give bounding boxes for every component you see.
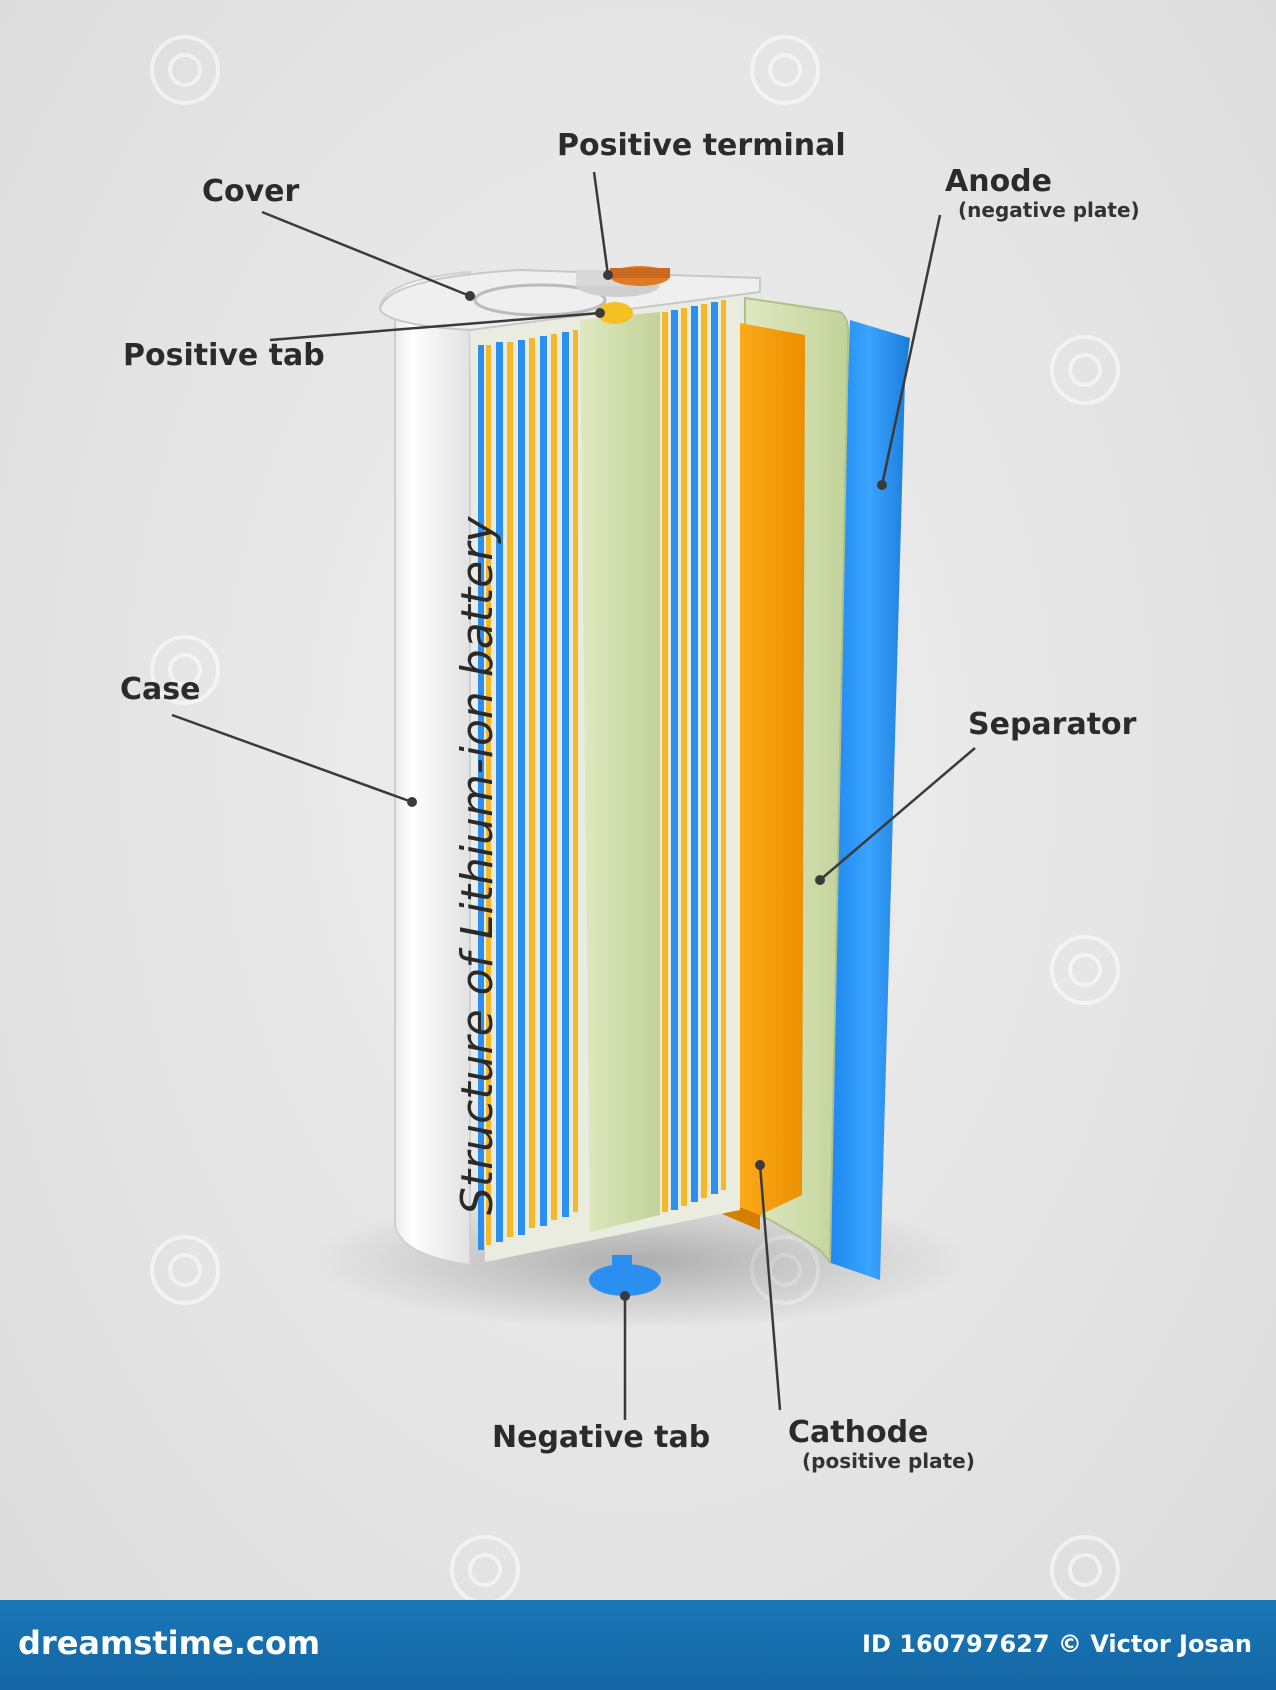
label-negative-tab: Negative tab bbox=[492, 1420, 711, 1455]
watermark-logo bbox=[150, 35, 220, 105]
negative-tab-neck bbox=[612, 1255, 632, 1279]
label-anode: Anode bbox=[945, 164, 1053, 199]
leader-lines bbox=[171, 171, 976, 1420]
watermark-logo bbox=[750, 35, 820, 105]
label-positive-tab: Positive tab bbox=[123, 338, 325, 373]
battery-case bbox=[378, 270, 471, 1267]
label-positive-terminal: Positive terminal bbox=[557, 128, 846, 163]
battery-cover bbox=[378, 268, 761, 332]
label-cathode-sub: (positive plate) bbox=[802, 1449, 975, 1473]
label-cover: Cover bbox=[202, 174, 300, 209]
watermark-logo bbox=[150, 635, 220, 705]
label-separator: Separator bbox=[968, 707, 1137, 742]
anode-sheet bbox=[828, 320, 910, 1280]
footer-brand-link[interactable]: dreamstime.com bbox=[18, 1624, 321, 1662]
cathode-sheet bbox=[722, 322, 805, 1215]
label-cathode: Cathode bbox=[788, 1415, 929, 1450]
label-anode-sub: (negative plate) bbox=[958, 198, 1140, 222]
watermark-logo bbox=[150, 1235, 220, 1305]
watermark-logo bbox=[1050, 935, 1120, 1005]
watermark-logo bbox=[1050, 335, 1120, 405]
cover-ring bbox=[473, 283, 607, 317]
positive-tab bbox=[597, 302, 633, 324]
footer-bar: dreamstime.com ID 160797627 © Victor Jos… bbox=[0, 1600, 1276, 1690]
footer-credit: ID 160797627 © Victor Josan bbox=[862, 1630, 1252, 1658]
positive-terminal bbox=[576, 266, 670, 297]
electrode-layers-right bbox=[662, 300, 726, 1212]
core-separator bbox=[580, 312, 660, 1232]
negative-tab bbox=[589, 1264, 661, 1296]
leader-dots bbox=[407, 270, 887, 1301]
electrode-layers-left bbox=[478, 330, 578, 1250]
label-case: Case bbox=[120, 672, 201, 707]
diagram-title: Structure of Lithium-ion battery bbox=[452, 516, 503, 1215]
